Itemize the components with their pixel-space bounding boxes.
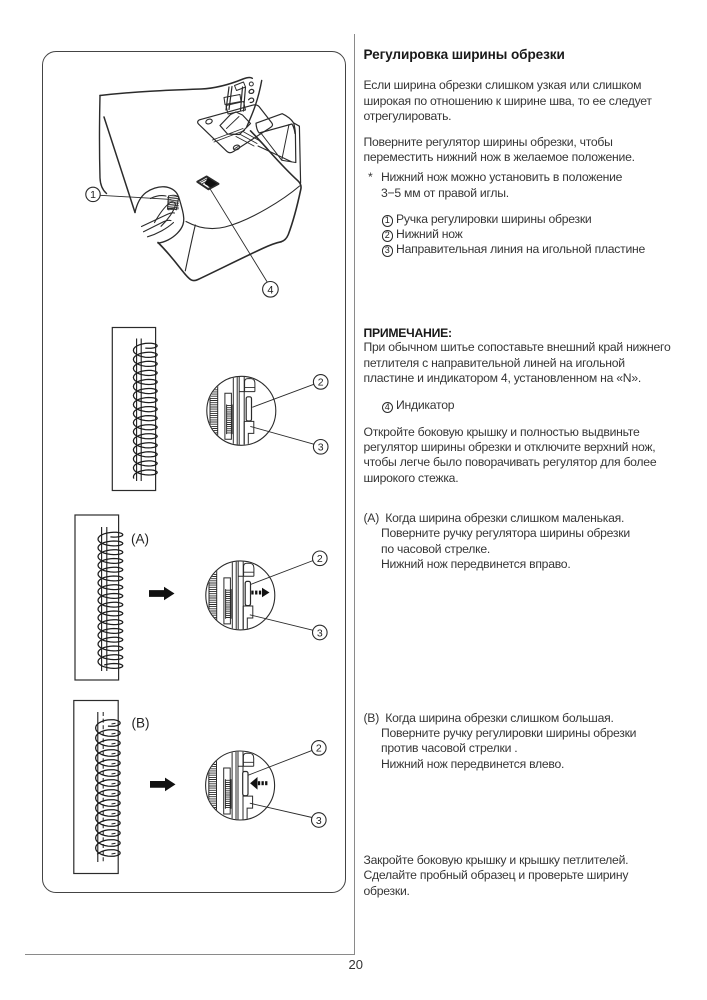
svg-text:3: 3 — [316, 815, 322, 827]
svg-text:2: 2 — [317, 553, 323, 565]
svg-text:3: 3 — [317, 627, 323, 639]
svg-text:2: 2 — [318, 377, 324, 389]
svg-text:2: 2 — [316, 743, 322, 755]
svg-text:4: 4 — [267, 284, 273, 296]
svg-text:(B): (B) — [132, 716, 150, 731]
svg-text:3: 3 — [318, 442, 324, 454]
svg-text:(A): (A) — [131, 532, 149, 547]
svg-text:1: 1 — [90, 189, 96, 201]
